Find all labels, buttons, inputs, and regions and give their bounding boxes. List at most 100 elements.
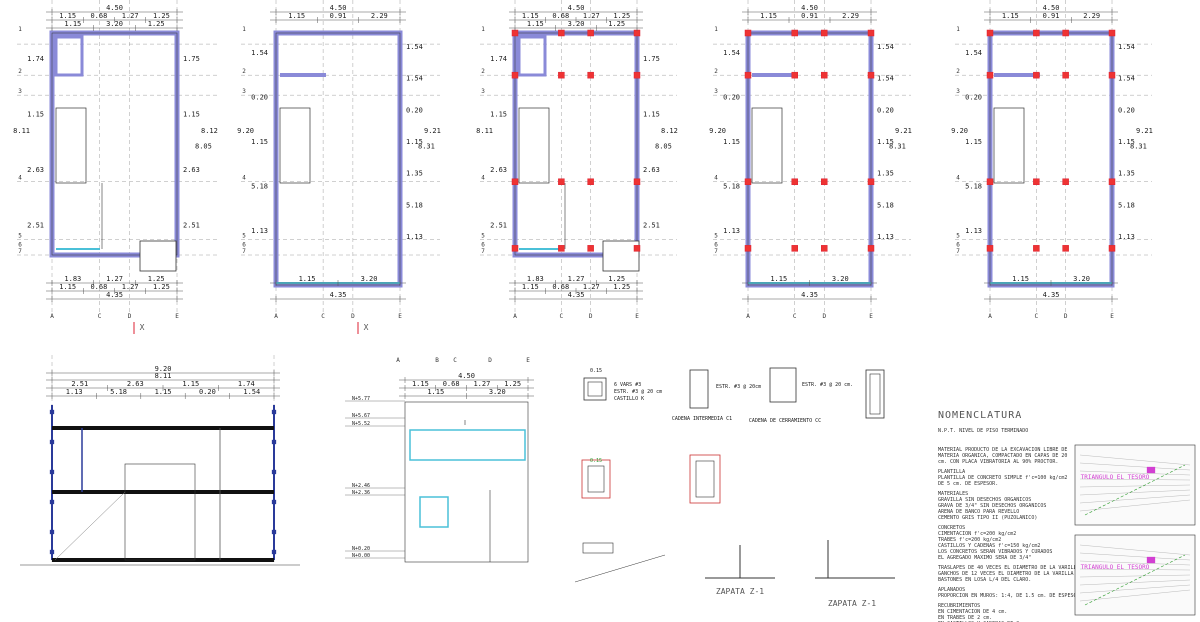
column-mark — [49, 469, 55, 475]
cadena-cerr-label: CADENA DE CERRAMIENTO CC — [749, 418, 821, 424]
column — [1108, 245, 1116, 252]
bottom-dims-value: 1.83 — [527, 275, 544, 283]
right-dim: 1.15 — [406, 138, 423, 146]
window-opening — [55, 107, 87, 184]
axis-number: 6 — [242, 241, 246, 248]
site-marker — [1146, 556, 1156, 564]
axis-number: 2 — [242, 68, 246, 75]
right-total: 9.21 — [895, 127, 912, 135]
nomenclature-line: CONCRETOS — [938, 525, 965, 531]
top-dims-value: 1.15 — [760, 12, 777, 20]
street-line — [1079, 544, 1191, 556]
nomenclature-line: MATERIAL PRODUCTO DE LA EXCAVACION LIBRE… — [938, 447, 1067, 453]
top-dims-value: 0.91 — [801, 12, 818, 20]
sec-row-b-value: 1.13 — [66, 388, 83, 396]
column-mark — [271, 549, 277, 555]
left-dim: 1.15 — [965, 138, 982, 146]
left-total: 8.11 — [476, 127, 493, 135]
axis-letter: A — [988, 313, 992, 320]
street-line — [1079, 494, 1191, 504]
axis-letter: B — [435, 357, 439, 364]
misc-diagonal — [574, 554, 666, 583]
axis-number: 6 — [956, 241, 960, 248]
nomenclature-line: TRABES f'c=200 kg/cm2 — [938, 537, 1001, 543]
axis-number: 6 — [481, 241, 485, 248]
left-dim: 1.54 — [965, 49, 982, 57]
column — [558, 71, 565, 79]
top-dims-b-value: 1.15 — [64, 20, 81, 28]
castillo-section — [583, 377, 607, 401]
top-dims-value: 1.25 — [153, 12, 170, 20]
right-dim: 1.54 — [1118, 43, 1135, 51]
right-dim: 1.15 — [877, 138, 894, 146]
column — [558, 178, 565, 185]
left-dim: 2.63 — [490, 166, 507, 174]
top-total-value: 4.50 — [1043, 4, 1060, 12]
map-frame — [1074, 534, 1196, 616]
axis-letter: A — [746, 313, 750, 320]
nomenclature-line: GRAVILLA SIN DESECHOS ORGANICOS — [938, 497, 1031, 503]
axis-number: 6 — [714, 241, 718, 248]
bottom-dims-value: 1.27 — [106, 275, 123, 283]
nomenclature-block: NOMENCLATURA N.P.T. NIVEL DE PISO TERMIN… — [938, 410, 1083, 622]
axis-number: 7 — [956, 248, 960, 255]
right-dim: 2.51 — [643, 221, 660, 229]
wall-outline — [49, 30, 180, 258]
bottom-dims-b-value: 1.15 — [59, 283, 76, 291]
trabe-section — [865, 369, 885, 419]
top-dims-value: 0.68 — [90, 12, 107, 20]
column — [791, 29, 798, 37]
bottom-dims-b-value: 1.25 — [153, 283, 170, 291]
bottom-dims-value: 3.20 — [832, 275, 849, 283]
column — [1108, 29, 1116, 37]
column — [1062, 245, 1069, 252]
column — [744, 71, 752, 79]
stair-box — [602, 240, 640, 272]
left-dim: 1.15 — [723, 138, 740, 146]
wall-edge — [989, 32, 1113, 286]
axis-number: 2 — [956, 68, 960, 75]
map-frame — [1074, 444, 1196, 526]
top-dims-b-value: 3.20 — [568, 20, 585, 28]
column — [867, 71, 875, 79]
top-dims-value: 1.15 — [288, 12, 305, 20]
location-map-1: TRIANGULO EL TESORO — [1074, 444, 1196, 526]
left-total: 9.20 — [951, 127, 968, 135]
axis-letter: C — [1035, 313, 1039, 320]
axis-number: 5 — [242, 232, 246, 239]
right-dim: 0.20 — [1118, 106, 1135, 114]
left-dim: 1.74 — [490, 55, 507, 63]
column-mark — [49, 549, 55, 555]
right-dim: 1.75 — [183, 55, 200, 63]
nomenclature-line: TRASLAPES DE 40 VECES EL DIAMETRO DE LA … — [938, 565, 1079, 571]
left-dim: 0.20 — [723, 94, 740, 102]
axis-number: 3 — [714, 88, 718, 95]
axis-number: 1 — [18, 26, 22, 33]
street-green — [1084, 464, 1186, 516]
right-dim: 1.54 — [877, 43, 894, 51]
axis-number: 2 — [481, 68, 485, 75]
column — [558, 29, 565, 37]
facade — [404, 401, 529, 563]
top-dims-value: 2.29 — [1083, 12, 1100, 20]
nomenclature-line: cm. CON PLACA VIBRATORIA AL 90% PROCTOR. — [938, 459, 1058, 465]
location-map-2: TRIANGULO EL TESORO — [1074, 534, 1196, 616]
right-dim: 1.13 — [1118, 233, 1135, 241]
column — [1033, 245, 1040, 252]
column-mark — [49, 439, 55, 445]
column-mark — [271, 529, 277, 535]
top-dims-b-value: 1.25 — [608, 20, 625, 28]
stair-diagonal — [54, 491, 126, 561]
castillo-note: 6 VARS #3 — [614, 382, 641, 388]
top-dims-b-value: 1.15 — [527, 20, 544, 28]
nomenclature-title: NOMENCLATURA — [938, 410, 1022, 421]
level-label: N+5.52 — [352, 421, 370, 427]
column — [986, 178, 994, 185]
nomenclature-line: APLANADOS — [938, 587, 965, 593]
nomenclature-line: DE 5 cm. DE ESPESOR. — [938, 481, 998, 487]
left-dim: 1.13 — [251, 227, 268, 235]
